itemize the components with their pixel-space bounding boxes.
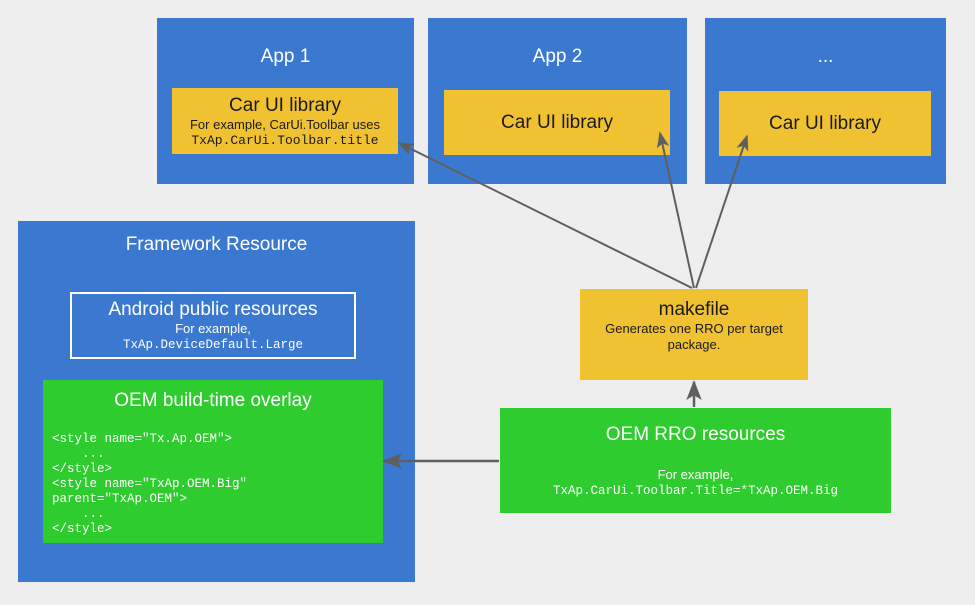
app-2-title: App 2 [532,46,583,67]
oem-build-time-overlay-code: <style name="Tx.Ap.OEM"> ... </style> <s… [52,432,248,536]
app-1-title: App 1 [260,46,311,67]
oem-build-time-overlay-title: OEM build-time overlay [114,390,312,411]
app-2-car-ui-library-title: Car UI library [501,112,613,133]
framework-resource-title: Framework Resource [125,234,308,255]
app-3-car-ui-library-title: Car UI library [769,113,881,134]
app-3-car-ui-library: Car UI library [719,91,931,156]
app-1-car-ui-library-code: TxAp.CarUi.Toolbar.title [191,133,379,148]
oem-rro-resources-title: OEM RRO resources [605,424,786,445]
oem-rro-resources-subtitle: For example, [657,467,734,482]
android-public-resources-subtitle: For example, [175,321,251,336]
makefile-box: makefile Generates one RRO per target pa… [580,289,808,380]
app-2-car-ui-library: Car UI library [444,90,670,155]
android-public-resources-code: TxAp.DeviceDefault.Large [122,338,304,352]
makefile-subtitle: Generates one RRO per target package. [605,321,783,352]
makefile-title: makefile [658,299,730,320]
oem-rro-resources-box: OEM RRO resources For example, TxAp.CarU… [500,408,891,513]
app-1-car-ui-library-title: Car UI library [229,95,341,116]
oem-rro-resources-code: TxAp.CarUi.Toolbar.Title=*TxAp.OEM.Big [552,484,839,498]
app-1-car-ui-library-subtitle: For example, CarUi.Toolbar uses [189,117,381,132]
oem-build-time-overlay-box: OEM build-time overlay <style name="Tx.A… [43,380,383,543]
app-3-title: ... [817,46,834,67]
android-public-resources-box: Android public resources For example, Tx… [70,292,356,359]
app-1-car-ui-library: Car UI library For example, CarUi.Toolba… [172,88,398,154]
android-public-resources-title: Android public resources [108,299,318,320]
